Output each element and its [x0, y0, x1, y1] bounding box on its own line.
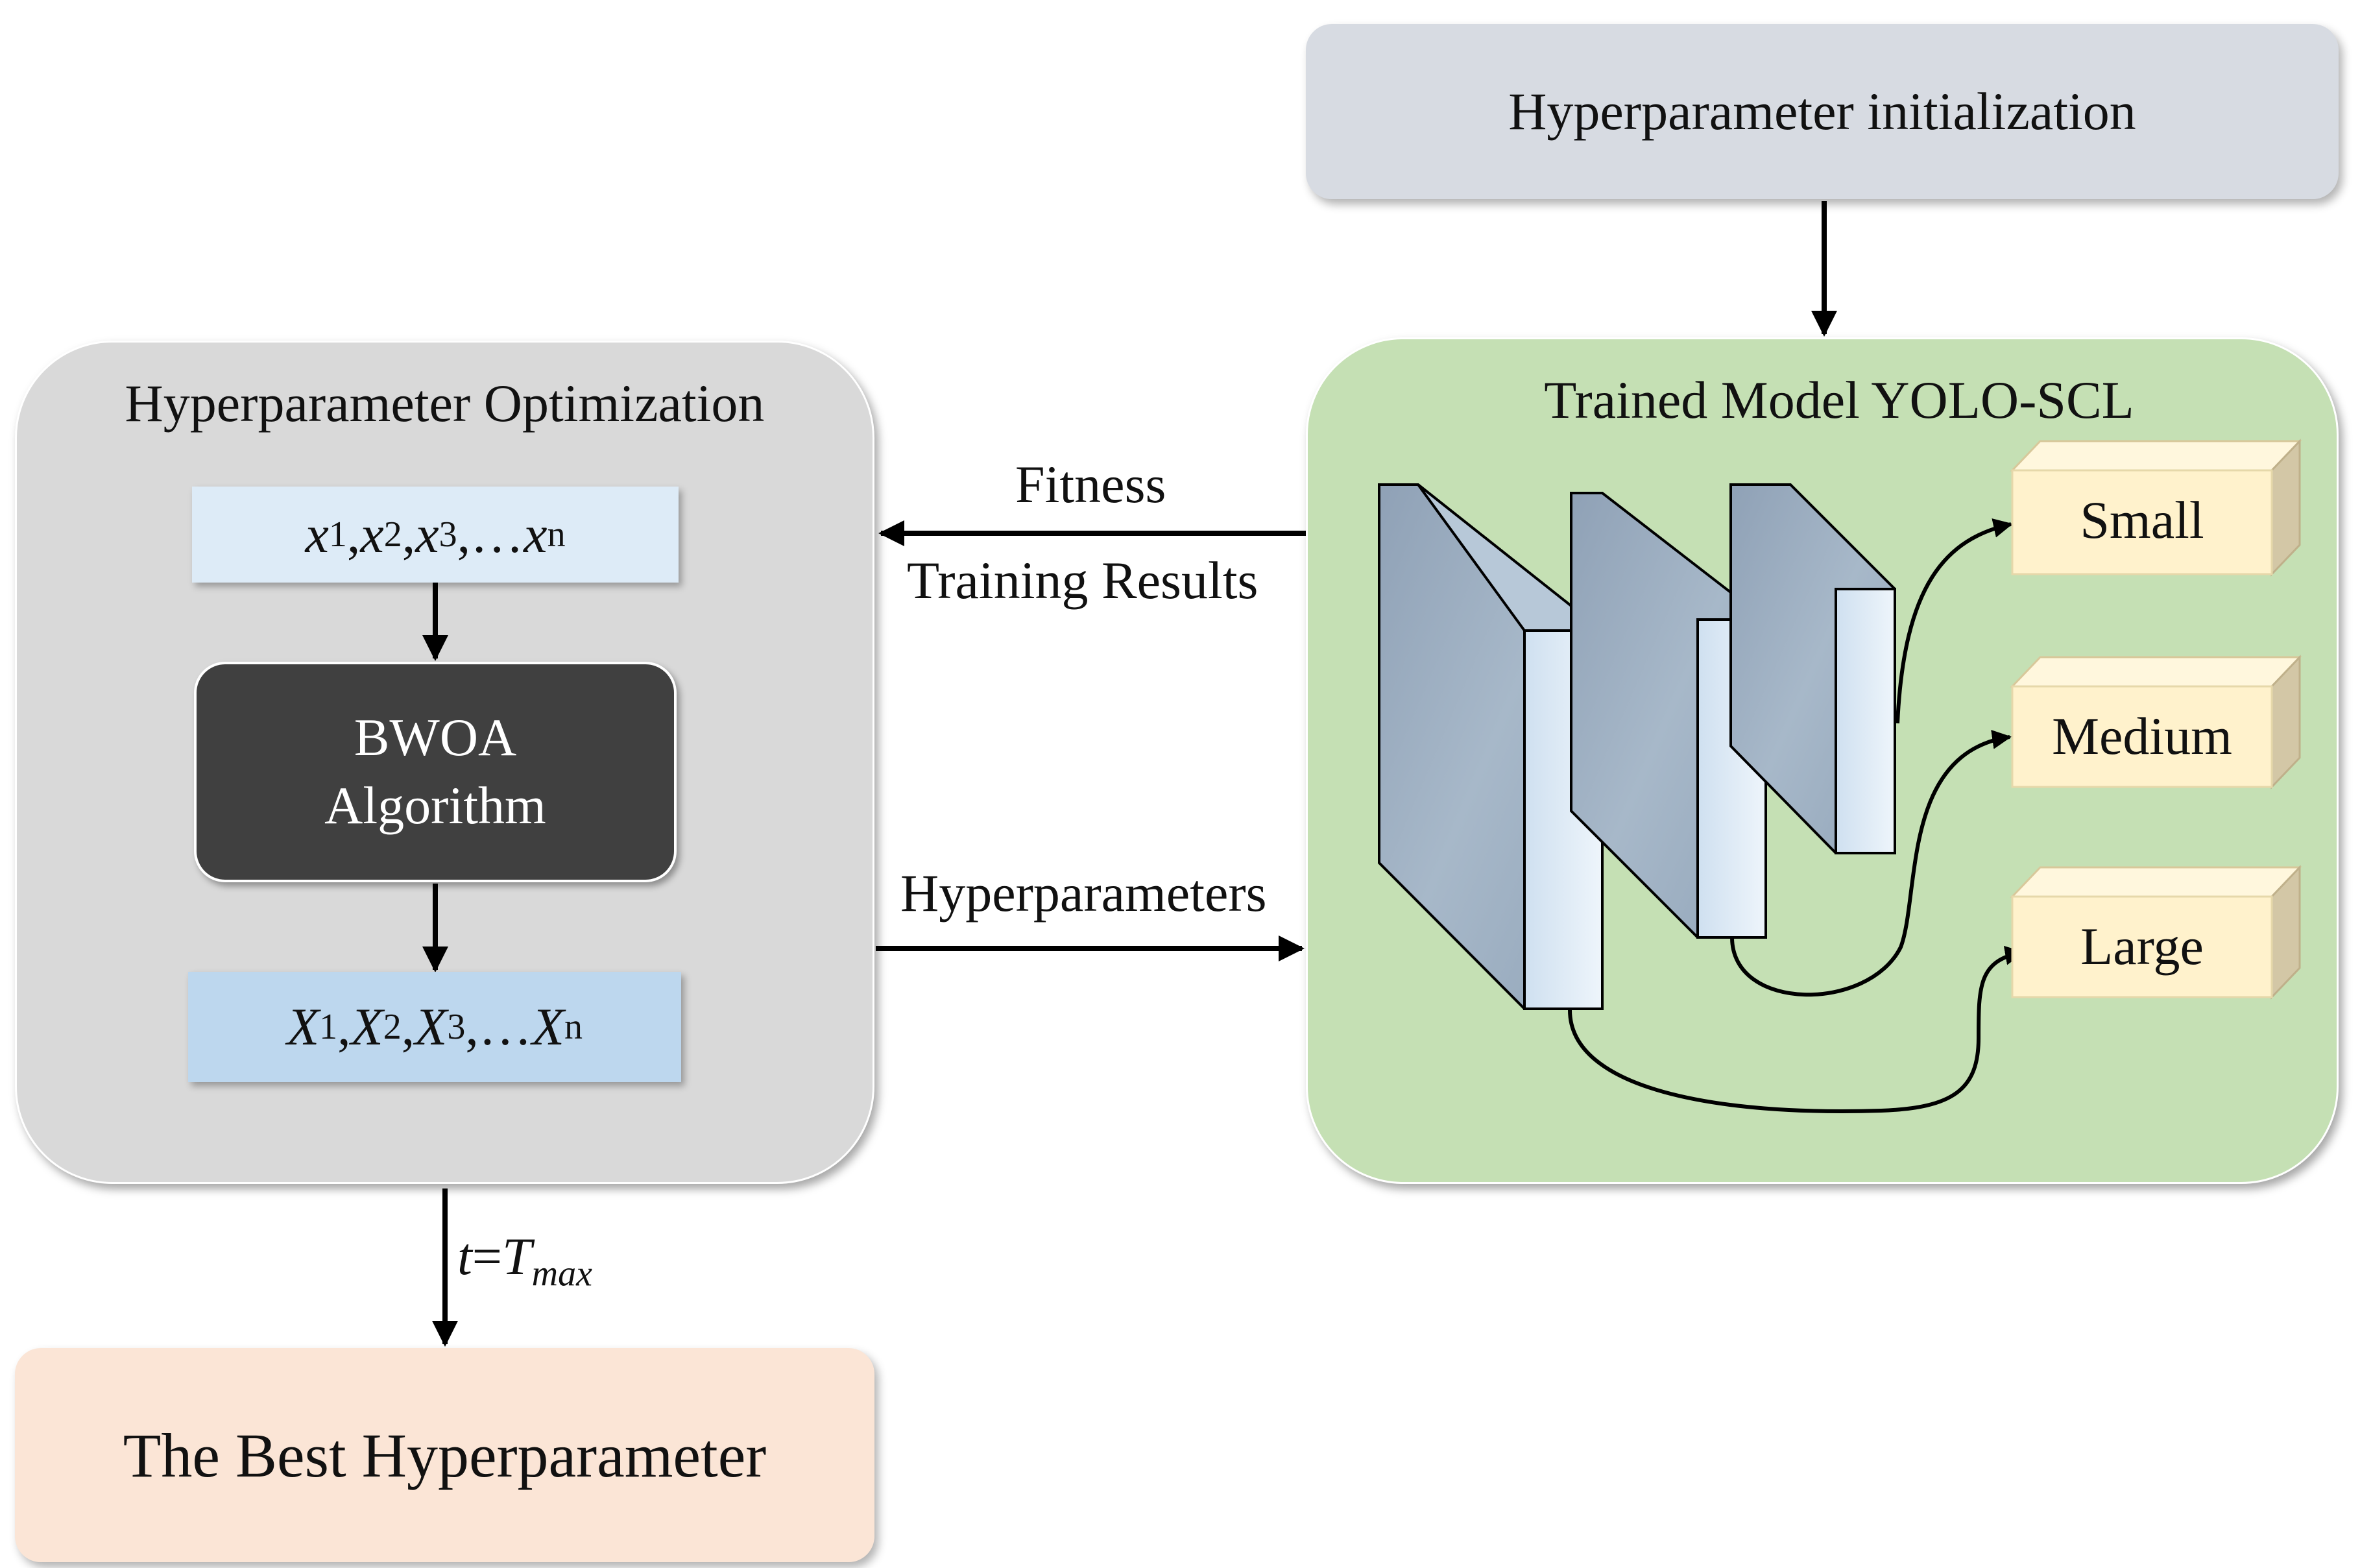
input-var-1: x [305, 505, 329, 564]
curve-to-large [1568, 945, 2025, 1113]
curve-to-small [1896, 518, 2013, 724]
input-var-3-subscript: 3 [439, 514, 457, 555]
ellipsis: ,… [465, 997, 532, 1056]
output-box-medium [2010, 655, 2302, 790]
bwoa-algorithm-box: BWOA Algorithm [194, 662, 677, 882]
best-hyperparameter-box: The Best Hyperparameter [15, 1348, 874, 1562]
termination-t: t [457, 1227, 472, 1286]
algorithm-line-1: BWOA [354, 708, 517, 767]
hyperparameters-label: Hyperparameters [900, 863, 1267, 923]
output-var-2-subscript: 2 [383, 1007, 402, 1047]
input-var-n-subscript: n [547, 514, 566, 555]
separator: , [337, 997, 351, 1056]
ellipsis: ,… [457, 505, 524, 564]
input-var-n: x [524, 505, 548, 564]
termination-equals: = [472, 1227, 503, 1286]
hyperparameter-initialization-label: Hyperparameter initialization [1508, 82, 2136, 141]
optimization-panel-title: Hyperparameter Optimization [125, 374, 765, 433]
input-var-3: x [415, 505, 439, 564]
model-panel-title: Trained Model YOLO-SCL [1544, 370, 2134, 429]
termination-subscript: max [531, 1253, 592, 1294]
output-var-1-subscript: 1 [319, 1007, 338, 1047]
output-label-medium: Medium [2052, 706, 2232, 766]
separator: , [401, 997, 415, 1056]
termination-T: T [502, 1227, 532, 1286]
separator: , [346, 505, 361, 564]
best-hyperparameter-label: The Best Hyperparameter [123, 1420, 767, 1490]
hyperparameter-initialization-box: Hyperparameter initialization [1306, 24, 2339, 199]
output-var-1: X [287, 997, 320, 1056]
curve-to-medium [1730, 730, 2012, 997]
fitness-label: Fitness [1015, 455, 1166, 514]
output-var-3: X [415, 997, 448, 1056]
feature-map-block-small [1729, 483, 1896, 854]
algorithm-line-2: Algorithm [324, 776, 546, 835]
input-var-2: x [360, 505, 384, 564]
input-var-2-subscript: 2 [383, 514, 402, 555]
output-label-large: Large [2080, 917, 2204, 976]
output-var-3-subscript: 3 [447, 1007, 466, 1047]
output-var-n: X [531, 997, 564, 1056]
input-var-1-subscript: 1 [328, 514, 347, 555]
training-results-label: Training Results [907, 551, 1258, 610]
output-var-2: X [350, 997, 383, 1056]
output-box-small [2010, 439, 2302, 577]
feature-map-block-large [1378, 483, 1606, 1010]
output-label-small: Small [2080, 490, 2204, 549]
output-box-large [2010, 865, 2302, 1000]
separator: , [402, 505, 416, 564]
output-var-n-subscript: n [564, 1007, 583, 1047]
termination-condition-label: t=Tmax [457, 1226, 592, 1294]
